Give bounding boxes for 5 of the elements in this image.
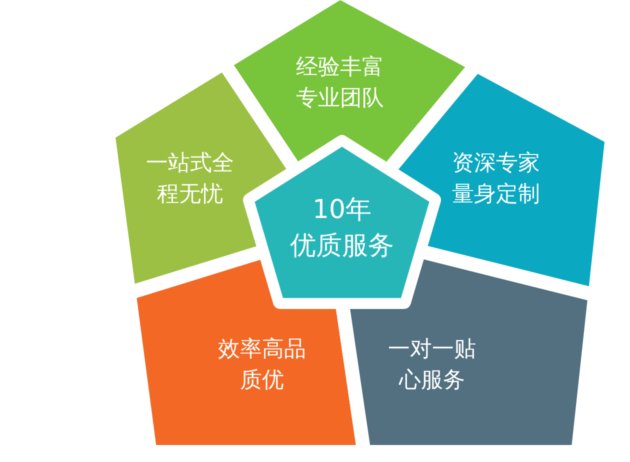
segment-label: 资深专家量身定制 [451, 150, 541, 209]
segment-label: 经验丰富专业团队 [295, 54, 385, 113]
segment-label: 一站式全程无忧 [145, 150, 235, 209]
segment-label: 10年 [311, 194, 373, 226]
segment-label: 效率高品质优 [217, 336, 307, 395]
